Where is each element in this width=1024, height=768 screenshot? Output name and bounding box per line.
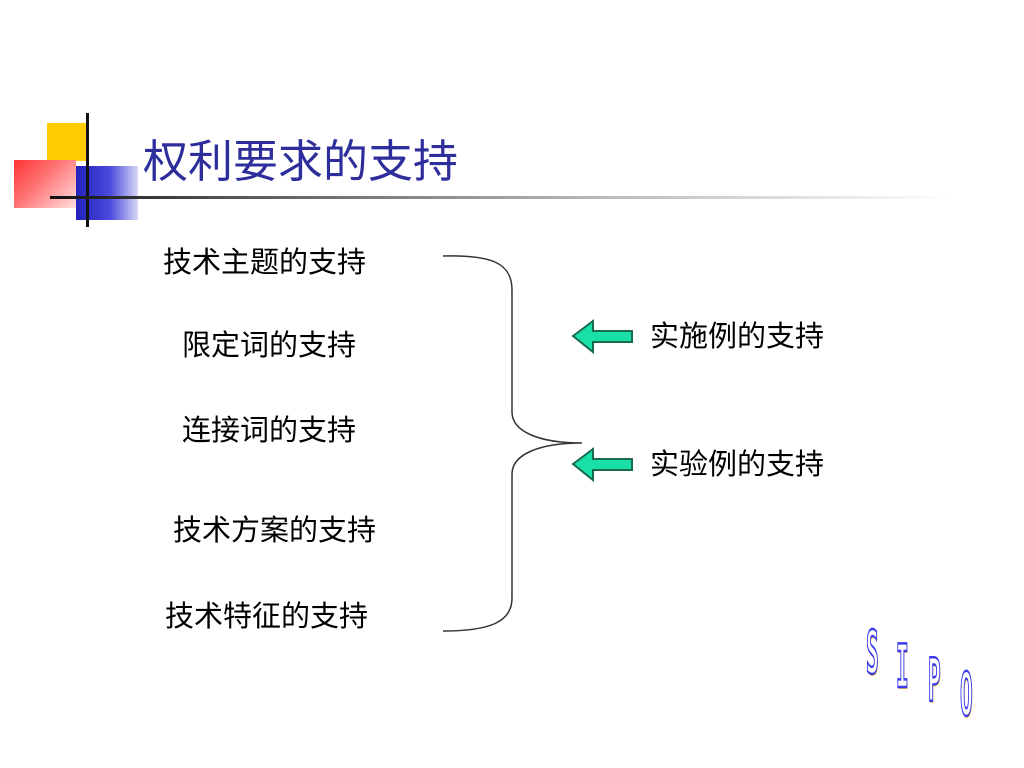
left-item-technical-solution: 技术方案的支持 [173, 513, 377, 547]
vertical-rule [86, 113, 89, 227]
left-item-connective: 连接词的支持 [182, 413, 357, 447]
logo-letter-p: P [928, 646, 942, 717]
title-underline [50, 196, 955, 199]
left-arrow-icon [571, 447, 633, 483]
left-arrow-icon [571, 319, 633, 355]
yellow-square-decoration [47, 123, 87, 161]
right-item-embodiment: 实施例的支持 [650, 319, 825, 353]
right-item-experiment: 实验例的支持 [650, 447, 825, 481]
red-square-decoration [14, 160, 76, 208]
logo-letter-o: O [960, 660, 974, 731]
left-item-technical-subject: 技术主题的支持 [163, 245, 367, 279]
logo-letter-i: I [896, 632, 910, 703]
left-item-qualifier: 限定词的支持 [182, 328, 357, 362]
curly-bracket [442, 255, 583, 632]
slide-title: 权利要求的支持 [143, 135, 459, 188]
left-item-technical-feature: 技术特征的支持 [165, 599, 369, 633]
logo-letter-s: S [866, 618, 880, 689]
sipo-logo: S I P O [866, 620, 996, 750]
